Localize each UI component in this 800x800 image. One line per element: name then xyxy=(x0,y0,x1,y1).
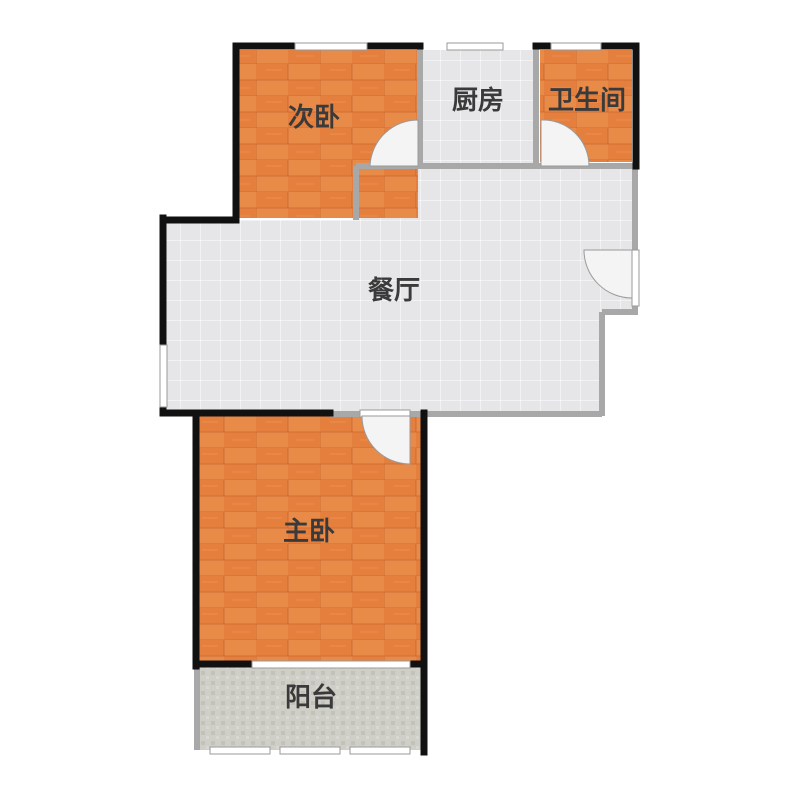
door-swings xyxy=(361,119,633,465)
dining-room-floor xyxy=(166,168,635,413)
windows xyxy=(159,42,640,755)
room-label-bathroom: 卫生间 xyxy=(548,86,626,116)
balcony-floor xyxy=(197,666,423,750)
room-label-master-bedroom: 主卧 xyxy=(283,517,335,547)
kitchen-floor xyxy=(423,50,533,165)
room-label-balcony: 阳台 xyxy=(285,682,337,713)
room-label-dining-room: 餐厅 xyxy=(368,276,420,306)
room-label-second-bedroom: 次卧 xyxy=(288,103,340,133)
room-label-kitchen: 厨房 xyxy=(452,86,504,116)
partition-walls xyxy=(194,46,638,750)
